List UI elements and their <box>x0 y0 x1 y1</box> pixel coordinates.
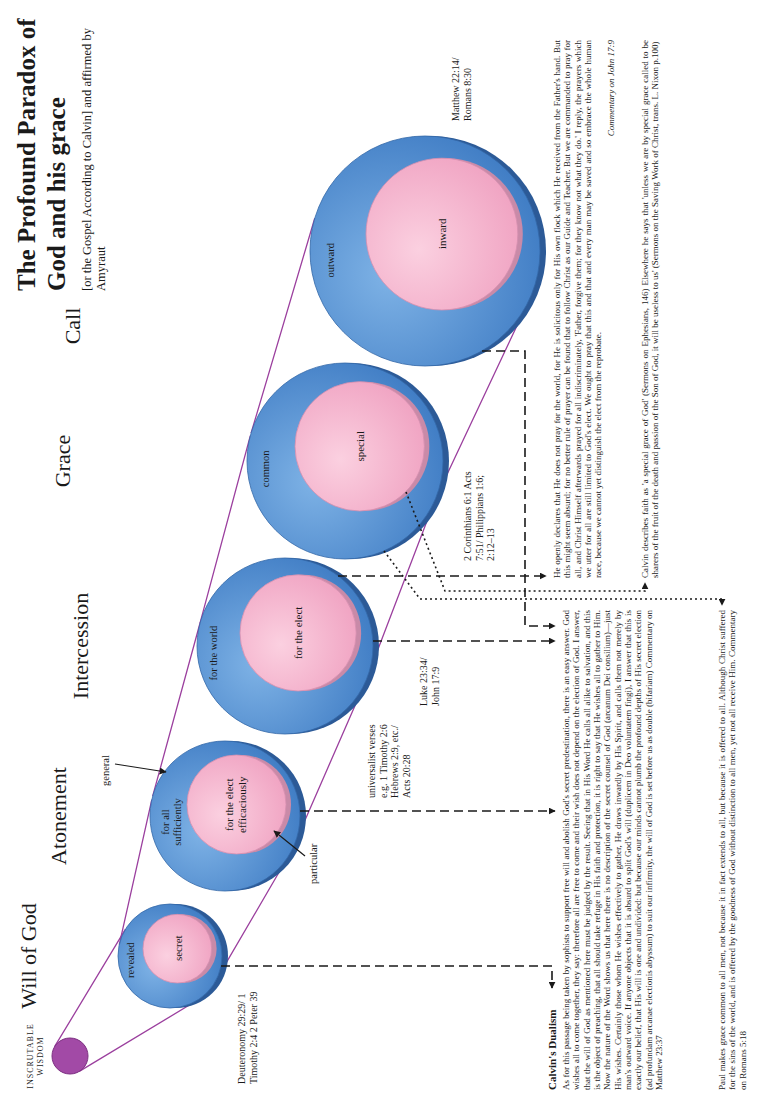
quotation: As for this passage being taken by sophi… <box>561 610 664 1090</box>
inner-disc: secret <box>143 914 212 983</box>
wisdom-label: INSCRUTABLE WISDOM <box>26 1018 46 1094</box>
diagram-title: The Profound Paradox of God and his grac… <box>12 11 72 291</box>
core-label: inward <box>436 176 449 291</box>
core-label: secret <box>171 922 184 974</box>
core-label: for the elect efficaciously <box>224 767 249 842</box>
pointer-arrow <box>115 764 166 772</box>
stage-heading: Intercession <box>68 561 93 731</box>
ring-label: common <box>260 425 272 513</box>
ring-label: for the world <box>208 613 220 692</box>
disc-top <box>310 136 540 366</box>
stage-heading: Grace <box>50 376 75 546</box>
grace-disc: Gracecommonspecial <box>247 363 443 559</box>
verse-reference: Deuteronomy 29:29/ 1 Timothy 2:4 2 Peter… <box>236 976 259 1084</box>
call-disc: Calloutwardinward <box>310 136 540 366</box>
ring-label: revealed <box>125 937 137 984</box>
quotation: Paul makes grace common to all men, not … <box>717 610 748 1090</box>
leader-arrow <box>221 966 552 988</box>
disc-top <box>366 158 518 310</box>
intercession-disc: Intercessionfor the worldfor the elect <box>197 558 373 734</box>
stage-heading: Atonement <box>46 731 71 901</box>
disc-shape <box>52 1038 88 1074</box>
disc-top <box>240 575 356 691</box>
verse-reference: Matthew 22:14/ Romans 8:30 <box>450 31 473 121</box>
inner-disc: inward <box>366 158 518 310</box>
wisdom-circle-fill <box>52 1038 88 1074</box>
core-label: special <box>353 397 366 495</box>
verse-reference: universalist verses e.g. 1 Timothy 2:6 H… <box>366 718 412 798</box>
ring-label: for all sufficiently <box>160 788 184 856</box>
leader-arrow <box>482 351 555 626</box>
quotation: Calvin describes faith as 'a special gra… <box>640 40 661 578</box>
callout-label: particular <box>308 824 320 884</box>
atonement-disc: Atonementfor all sufficientlyfor the ele… <box>150 741 300 891</box>
will-disc: Will of Godrevealedsecret <box>118 904 222 1008</box>
inner-disc: special <box>295 382 424 511</box>
disc-top <box>150 741 300 891</box>
inner-disc: for the elect <box>240 575 356 691</box>
disc-top <box>118 904 222 1008</box>
disc-top <box>187 755 286 854</box>
ring-label: outward <box>325 208 337 312</box>
stage-heading: Will of God <box>16 871 41 1041</box>
inner-disc: for the elect efficaciously <box>187 755 286 854</box>
disc-top <box>295 382 424 511</box>
leader-arrow <box>300 810 555 812</box>
dotted-arrow <box>406 492 645 591</box>
core-label: for the elect <box>292 589 305 677</box>
verse-reference: Luke 23:34/ John 17:9 <box>418 646 441 706</box>
quotation: He openly declares that He does not pray… <box>552 40 604 578</box>
disc-top <box>247 363 443 559</box>
disc-top <box>197 558 373 734</box>
leader-arrow <box>338 575 546 577</box>
wisdom-circle: INSCRUTABLE WISDOM <box>52 1038 88 1074</box>
leader-arrow <box>373 640 555 642</box>
subtitle: [or the Gospel According to Calvin] and … <box>80 16 109 291</box>
disc-top <box>143 914 212 983</box>
verse-reference: 2 Corinthians 6:1 Acts 7:51/ Philippians… <box>462 471 497 561</box>
section-heading: Calvin's Dualism <box>546 890 559 1090</box>
pointer-arrow <box>274 831 305 856</box>
citation: Commentary on John 17:9 <box>606 40 616 578</box>
callout-label: general <box>100 726 112 786</box>
